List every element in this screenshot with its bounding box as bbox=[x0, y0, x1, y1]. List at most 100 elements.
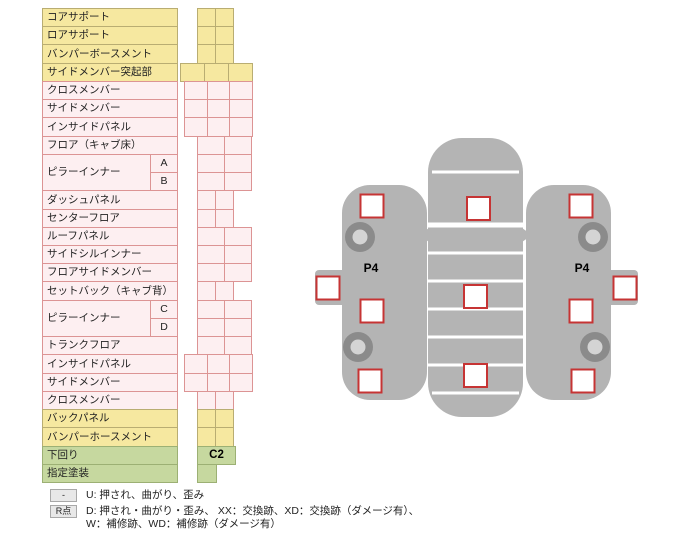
top-view-body bbox=[428, 138, 523, 417]
damage-cell[interactable] bbox=[197, 26, 216, 45]
right-panel-code: P4 bbox=[575, 261, 590, 275]
part-row-label: 下回り bbox=[42, 446, 178, 465]
damage-cell[interactable] bbox=[197, 300, 225, 319]
damage-marker[interactable] bbox=[359, 193, 385, 219]
damage-cell[interactable] bbox=[197, 209, 216, 228]
damage-cell[interactable] bbox=[229, 117, 253, 137]
damage-cell[interactable] bbox=[184, 354, 208, 374]
damage-cell[interactable] bbox=[197, 391, 216, 410]
damage-cell[interactable] bbox=[184, 99, 208, 118]
damage-cell[interactable] bbox=[197, 44, 216, 64]
damage-marker[interactable] bbox=[315, 275, 341, 301]
damage-cell[interactable] bbox=[197, 227, 225, 246]
damage-cell[interactable] bbox=[215, 391, 234, 410]
damage-marker[interactable] bbox=[568, 298, 594, 324]
part-row-label: ダッシュパネル bbox=[42, 190, 178, 210]
part-row-label: フロアサイドメンバー bbox=[42, 263, 178, 282]
vehicle-diagram: P4 bbox=[315, 138, 638, 417]
damage-marker[interactable] bbox=[359, 298, 385, 324]
damage-marker[interactable] bbox=[463, 363, 488, 388]
damage-cell[interactable] bbox=[224, 336, 252, 355]
part-row-label: ピラーインナー bbox=[42, 300, 151, 337]
damage-cell[interactable] bbox=[207, 117, 230, 137]
damage-cell[interactable] bbox=[204, 63, 229, 82]
damage-cell[interactable] bbox=[197, 190, 216, 210]
damage-cell[interactable] bbox=[197, 263, 225, 282]
damage-cell[interactable] bbox=[224, 172, 252, 191]
legend-item-u: - U: 押され、曲がり、歪み bbox=[50, 489, 470, 503]
damage-cell[interactable] bbox=[197, 409, 216, 428]
damage-cell[interactable] bbox=[228, 63, 253, 82]
damage-cell[interactable] bbox=[197, 336, 225, 355]
damage-cell[interactable] bbox=[224, 245, 252, 264]
damage-cell[interactable] bbox=[229, 81, 253, 100]
damage-cell[interactable] bbox=[215, 26, 234, 45]
underbody-grade-cell[interactable]: C2 bbox=[197, 446, 236, 465]
damage-cell[interactable] bbox=[224, 318, 252, 337]
damage-marker[interactable] bbox=[463, 284, 488, 309]
damage-cell[interactable] bbox=[207, 373, 230, 392]
part-row-label: サイドメンバー bbox=[42, 99, 178, 118]
damage-cell[interactable] bbox=[215, 281, 234, 301]
car-top-view bbox=[419, 138, 532, 417]
damage-cell[interactable] bbox=[197, 427, 216, 447]
damage-cell[interactable] bbox=[184, 117, 208, 137]
damage-cell[interactable] bbox=[197, 154, 225, 173]
legend-badge-rpoint: R点 bbox=[50, 504, 77, 518]
damage-cell[interactable] bbox=[207, 354, 230, 374]
legend: - U: 押され、曲がり、歪み R点 D: 押され・曲がり・歪み、 XX：交換跡… bbox=[50, 489, 470, 534]
part-row-label: クロスメンバー bbox=[42, 391, 178, 410]
damage-cell[interactable] bbox=[224, 136, 252, 155]
damage-cell[interactable] bbox=[197, 318, 225, 337]
damage-cell[interactable] bbox=[197, 281, 216, 301]
part-sublabel-D: D bbox=[150, 318, 178, 337]
damage-cell[interactable] bbox=[184, 373, 208, 392]
part-row-label: サイドメンバー bbox=[42, 373, 178, 392]
damage-cell[interactable] bbox=[215, 409, 234, 428]
legend-item-rpoint: R点 D: 押され・曲がり・歪み、 XX：交換跡、XD：交換跡（ダメージ有）、W… bbox=[50, 504, 470, 532]
damage-cell[interactable] bbox=[197, 136, 225, 155]
damage-cell[interactable] bbox=[207, 81, 230, 100]
damage-cell[interactable] bbox=[215, 8, 234, 27]
damage-marker[interactable] bbox=[466, 196, 491, 221]
damage-cell[interactable] bbox=[197, 464, 217, 483]
damage-cell[interactable] bbox=[207, 99, 230, 118]
top-view-panel-dividers bbox=[428, 170, 523, 395]
damage-marker[interactable] bbox=[570, 368, 596, 394]
damage-cell[interactable] bbox=[224, 154, 252, 173]
damage-cell[interactable] bbox=[215, 209, 234, 228]
part-row-label: コアサポート bbox=[42, 8, 178, 27]
part-sublabel-B: B bbox=[150, 172, 178, 191]
legend-text-rpoint: D: 押され・曲がり・歪み、 XX：交換跡、XD：交換跡（ダメージ有）、W：補修… bbox=[86, 504, 420, 531]
damage-cell[interactable] bbox=[197, 245, 225, 264]
part-row-label: インサイドパネル bbox=[42, 117, 178, 137]
part-row-label: インサイドパネル bbox=[42, 354, 178, 374]
damage-cell[interactable] bbox=[215, 44, 234, 64]
damage-cell[interactable] bbox=[184, 81, 208, 100]
part-row-label: クロスメンバー bbox=[42, 81, 178, 100]
damage-marker[interactable] bbox=[357, 368, 383, 394]
damage-cell[interactable] bbox=[224, 300, 252, 319]
damage-cell[interactable] bbox=[215, 190, 234, 210]
damage-cell[interactable] bbox=[197, 8, 216, 27]
damage-cell[interactable] bbox=[229, 354, 253, 374]
damage-cell[interactable] bbox=[224, 227, 252, 246]
part-row-label: トランクフロア bbox=[42, 336, 178, 355]
left-panel-code: P4 bbox=[364, 261, 379, 275]
damage-cell[interactable] bbox=[197, 172, 225, 191]
damage-cell[interactable] bbox=[215, 427, 234, 447]
damage-cell[interactable] bbox=[229, 99, 253, 118]
part-sublabel-A: A bbox=[150, 154, 178, 173]
damage-cell[interactable] bbox=[180, 63, 205, 82]
damage-marker[interactable] bbox=[568, 193, 594, 219]
part-row-label: バックパネル bbox=[42, 409, 178, 428]
part-sublabel-C: C bbox=[150, 300, 178, 319]
part-row-label: セットバック（キャブ背） bbox=[42, 281, 178, 301]
damage-cell[interactable] bbox=[224, 263, 252, 282]
damage-marker[interactable] bbox=[612, 275, 638, 301]
part-row-label: フロア（キャブ床） bbox=[42, 136, 178, 155]
part-row-label: ピラーインナー bbox=[42, 154, 151, 191]
damage-cell[interactable] bbox=[229, 373, 253, 392]
right-rear-wheel-hub-icon bbox=[587, 339, 603, 355]
